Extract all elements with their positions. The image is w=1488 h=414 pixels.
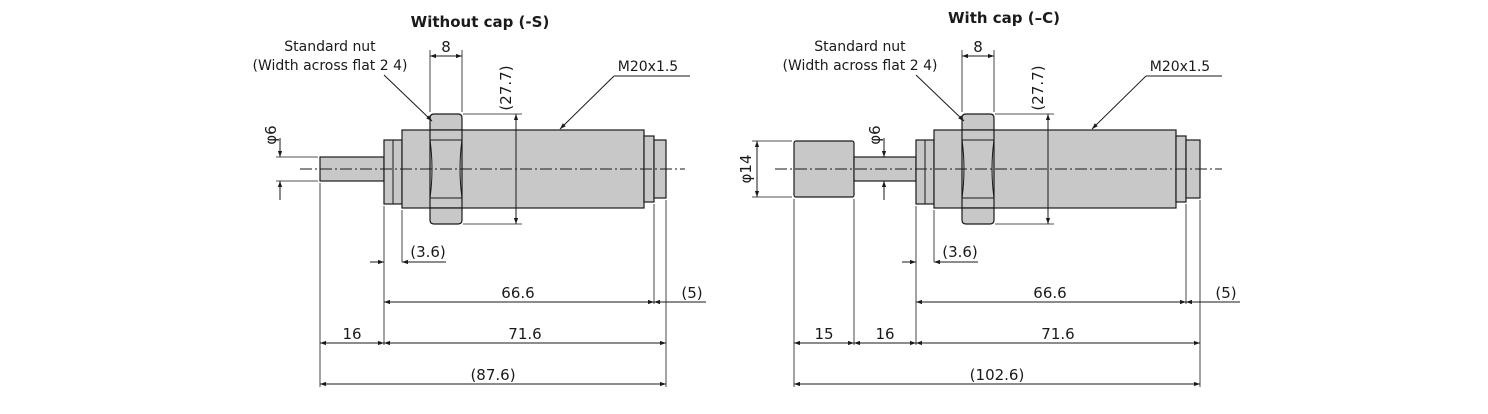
svg-text:66.6: 66.6 — [501, 284, 534, 302]
dim-overall: (87.6) — [320, 366, 666, 387]
svg-text:15: 15 — [814, 325, 833, 343]
thread-label: M20x1.5 — [559, 59, 690, 130]
dim-cap-rod-body: 15 16 71.6 — [794, 325, 1200, 346]
dim-rod-and-body: 16 71.6 — [320, 325, 666, 346]
svg-text:71.6: 71.6 — [1041, 325, 1074, 343]
svg-text:(Width across flat 2 4): (Width across flat 2 4) — [253, 58, 408, 74]
svg-text:(102.6): (102.6) — [970, 366, 1025, 384]
svg-text:(5): (5) — [681, 284, 702, 302]
svg-text:66.6: 66.6 — [1033, 284, 1066, 302]
svg-text:(3.6): (3.6) — [410, 243, 446, 261]
dim-rod-diameter: φ6 — [866, 125, 887, 200]
svg-text:8: 8 — [973, 38, 983, 56]
svg-text:71.6: 71.6 — [508, 325, 541, 343]
svg-text:16: 16 — [875, 325, 894, 343]
dim-nut-width: 8 — [429, 38, 463, 112]
shock-absorber-body — [775, 113, 1222, 225]
svg-text:(87.6): (87.6) — [470, 366, 515, 384]
dim-cap-diameter: φ14 — [737, 140, 792, 198]
dim-nut-height: (27.7) — [463, 65, 522, 225]
figure-title: With cap (–C) — [948, 9, 1060, 27]
shock-absorber-body — [300, 113, 685, 225]
svg-text:Standard nut: Standard nut — [814, 39, 906, 55]
svg-text:(27.7): (27.7) — [497, 65, 515, 110]
dim-rod-diameter: φ6 — [262, 125, 318, 200]
dim-flange: (3.6) — [370, 243, 446, 265]
svg-text:(3.6): (3.6) — [942, 243, 978, 261]
svg-text:16: 16 — [342, 325, 361, 343]
dim-nut-height: (27.7) — [995, 65, 1054, 225]
dim-flange: (3.6) — [902, 243, 978, 265]
nut-label: Standard nut (Width across flat 2 4) — [783, 39, 965, 122]
dim-body-length: 66.6 (5) — [384, 284, 706, 305]
dim-nut-width: 8 — [961, 38, 995, 112]
figure-title: Without cap (-S) — [411, 13, 550, 31]
dim-body-length: 66.6 (5) — [916, 284, 1240, 305]
figure-with-cap: With cap (–C) φ14 — [737, 9, 1240, 387]
dim-overall: (102.6) — [794, 366, 1200, 387]
figure-without-cap: Without cap (-S) — [253, 13, 706, 387]
svg-text:Standard nut: Standard nut — [284, 39, 376, 55]
nut-label: Standard nut (Width across flat 2 4) — [253, 39, 433, 122]
svg-text:φ6: φ6 — [866, 125, 884, 144]
svg-text:φ14: φ14 — [737, 155, 755, 184]
svg-text:M20x1.5: M20x1.5 — [618, 59, 678, 75]
svg-text:8: 8 — [441, 38, 451, 56]
svg-text:M20x1.5: M20x1.5 — [1150, 59, 1210, 75]
thread-label: M20x1.5 — [1091, 59, 1222, 130]
svg-text:(5): (5) — [1215, 284, 1236, 302]
svg-text:(27.7): (27.7) — [1029, 65, 1047, 110]
svg-text:φ6: φ6 — [262, 125, 280, 144]
svg-text:(Width across flat 2 4): (Width across flat 2 4) — [783, 58, 938, 74]
